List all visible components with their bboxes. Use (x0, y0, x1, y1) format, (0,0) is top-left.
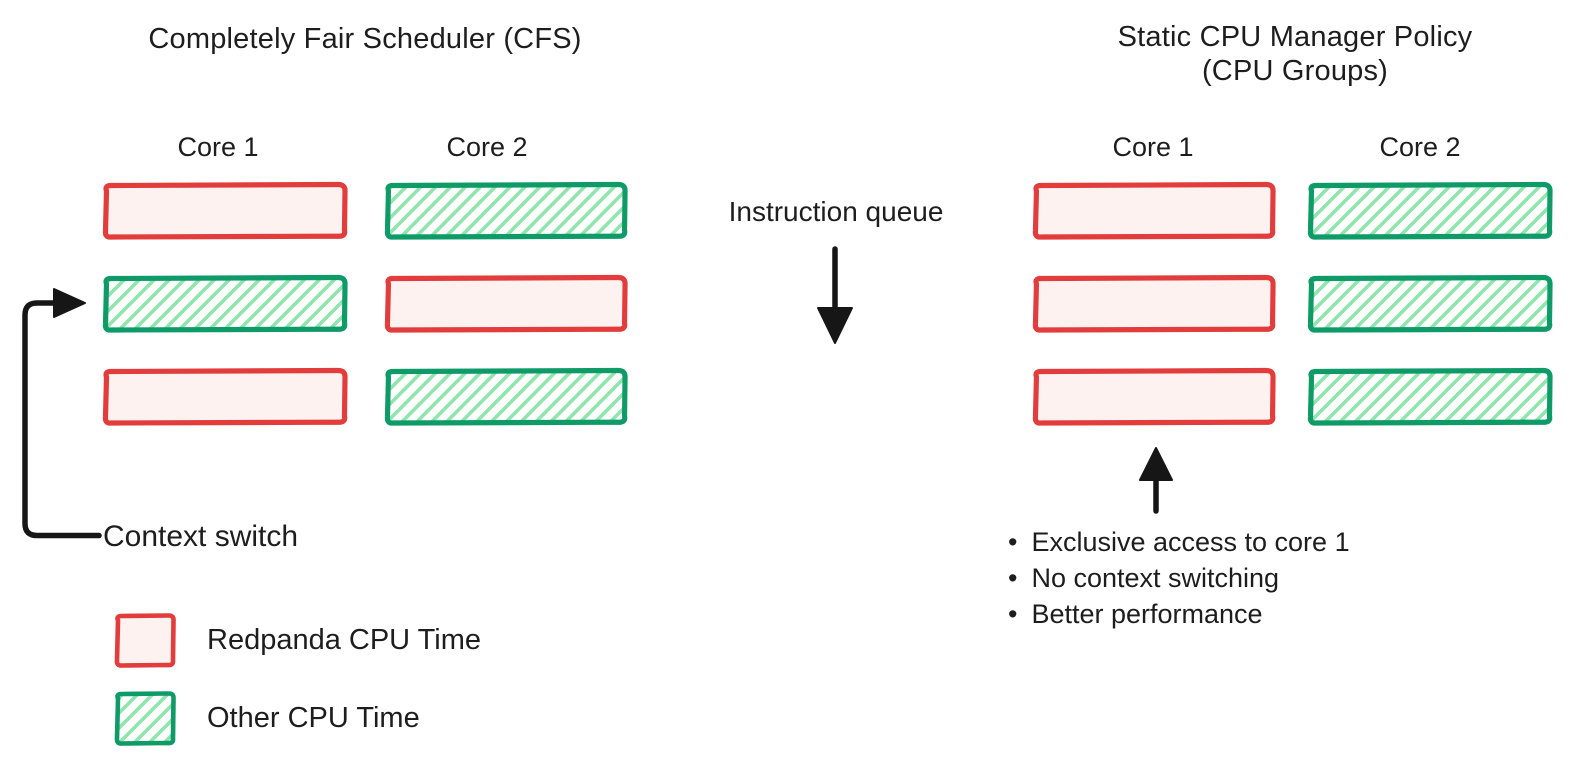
cpu-slot-other (382, 181, 630, 241)
cfs-core1-column (100, 181, 350, 427)
cpu-slot-other (382, 367, 630, 427)
instruction-queue-label: Instruction queue (728, 196, 944, 227)
bullet-text: No context switching (1031, 563, 1280, 593)
legend-label: Redpanda CPU Time (207, 624, 482, 656)
cpu-slot-other (1305, 367, 1555, 427)
exclusive-core-arrow (1139, 447, 1173, 514)
list-item: • No context switching (1008, 560, 1350, 596)
cpu-slot-other (1305, 181, 1555, 241)
cpu-slot-redpanda (1030, 274, 1278, 334)
context-switch-label: Context switch (103, 520, 299, 553)
static-core2-label: Core 2 (1379, 132, 1461, 162)
bullet-text: Better performance (1031, 599, 1263, 629)
cpu-slot-other (1305, 274, 1555, 334)
cpu-slot-redpanda (100, 367, 350, 427)
cpu-slot-redpanda (1030, 181, 1278, 241)
bullet-icon: • (1008, 563, 1018, 593)
bullet-text: Exclusive access to core 1 (1031, 527, 1350, 557)
cfs-core2-column (382, 181, 630, 427)
cfs-core2-label: Core 2 (446, 132, 528, 162)
redpanda-swatch-icon (112, 612, 178, 669)
legend-item-other: Other CPU Time (112, 690, 481, 747)
cfs-core1-label: Core 1 (177, 132, 259, 162)
legend-label: Other CPU Time (207, 702, 420, 734)
list-item: • Better performance (1008, 596, 1350, 632)
context-switch-arrow (22, 288, 102, 539)
cpu-slot-redpanda (382, 274, 630, 334)
cpu-slot-other (100, 274, 350, 334)
cpu-slot-redpanda (1030, 367, 1278, 427)
legend: Redpanda CPU Time Other CPU Time (112, 612, 481, 747)
bullet-icon: • (1008, 599, 1018, 629)
static-core1-column (1030, 181, 1278, 427)
static-core2-column (1305, 181, 1555, 427)
legend-item-redpanda: Redpanda CPU Time (112, 612, 481, 669)
static-core1-label: Core 1 (1112, 132, 1194, 162)
cfs-title: Completely Fair Scheduler (CFS) (148, 23, 582, 55)
list-item: • Exclusive access to core 1 (1008, 524, 1350, 560)
other-swatch-icon (112, 690, 178, 747)
benefits-list: • Exclusive access to core 1 • No contex… (1008, 524, 1350, 632)
bullet-icon: • (1008, 527, 1018, 557)
cpu-slot-redpanda (100, 181, 350, 241)
static-policy-title: Static CPU Manager Policy (CPU Groups) (1117, 21, 1473, 87)
instruction-queue-arrow (817, 246, 853, 344)
